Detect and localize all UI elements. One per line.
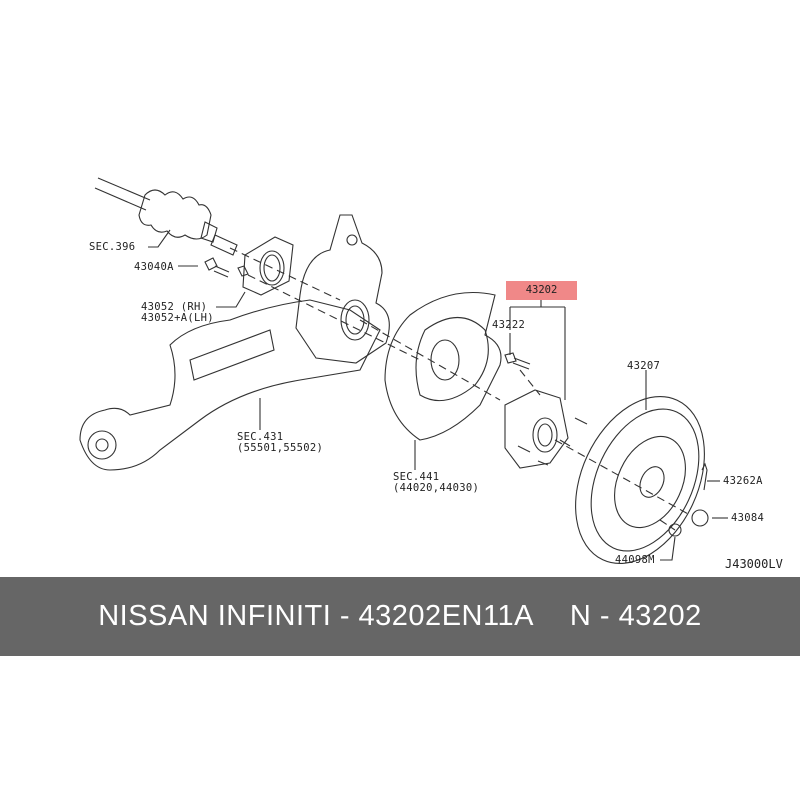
cotter-pin-43262A xyxy=(701,462,708,491)
hub-assembly xyxy=(504,389,588,469)
label-43052-lh[interactable]: 43052+A(LH) xyxy=(141,312,214,324)
assembly-lines xyxy=(229,247,691,531)
highlight-43202[interactable]: 43202 xyxy=(506,281,577,300)
label-43052-rh[interactable]: 43052 (RH) xyxy=(141,301,208,313)
label-sec441[interactable]: SEC.441 xyxy=(393,471,440,483)
label-sec431[interactable]: SEC.431 xyxy=(237,431,284,443)
backing-plate xyxy=(384,292,502,441)
label-44098M[interactable]: 44098M xyxy=(615,554,655,566)
label-sec396[interactable]: SEC.396 xyxy=(89,241,136,253)
label-43084[interactable]: 43084 xyxy=(731,512,765,524)
label-sec441-parts: (44020,44030) xyxy=(393,482,480,494)
bolt-43040A xyxy=(204,257,230,278)
drive-shaft xyxy=(94,177,238,256)
label-43207[interactable]: 43207 xyxy=(627,360,661,372)
knuckle xyxy=(295,214,390,364)
brake-rotor-43207 xyxy=(575,396,705,564)
sheet-code: J43000LV xyxy=(725,557,783,571)
label-43202: 43202 xyxy=(525,284,558,296)
label-43262A[interactable]: 43262A xyxy=(723,475,763,487)
label-43040A[interactable]: 43040A xyxy=(134,261,174,273)
flange-43052 xyxy=(237,236,294,296)
cap-44098M xyxy=(668,523,682,537)
nut-43084 xyxy=(691,509,709,527)
label-sec431-parts: (55501,55502) xyxy=(237,442,324,454)
bolt-43222 xyxy=(504,352,531,370)
part-banner: NISSAN INFINITI - 43202EN11A N - 43202 xyxy=(0,577,800,656)
label-43222[interactable]: 43222 xyxy=(492,319,526,331)
banner-part-ref: N - 43202 xyxy=(569,600,702,632)
lower-arm xyxy=(79,299,381,471)
banner-part-number: NISSAN INFINITI - 43202EN11A xyxy=(98,600,534,632)
leader-lines xyxy=(148,229,728,561)
